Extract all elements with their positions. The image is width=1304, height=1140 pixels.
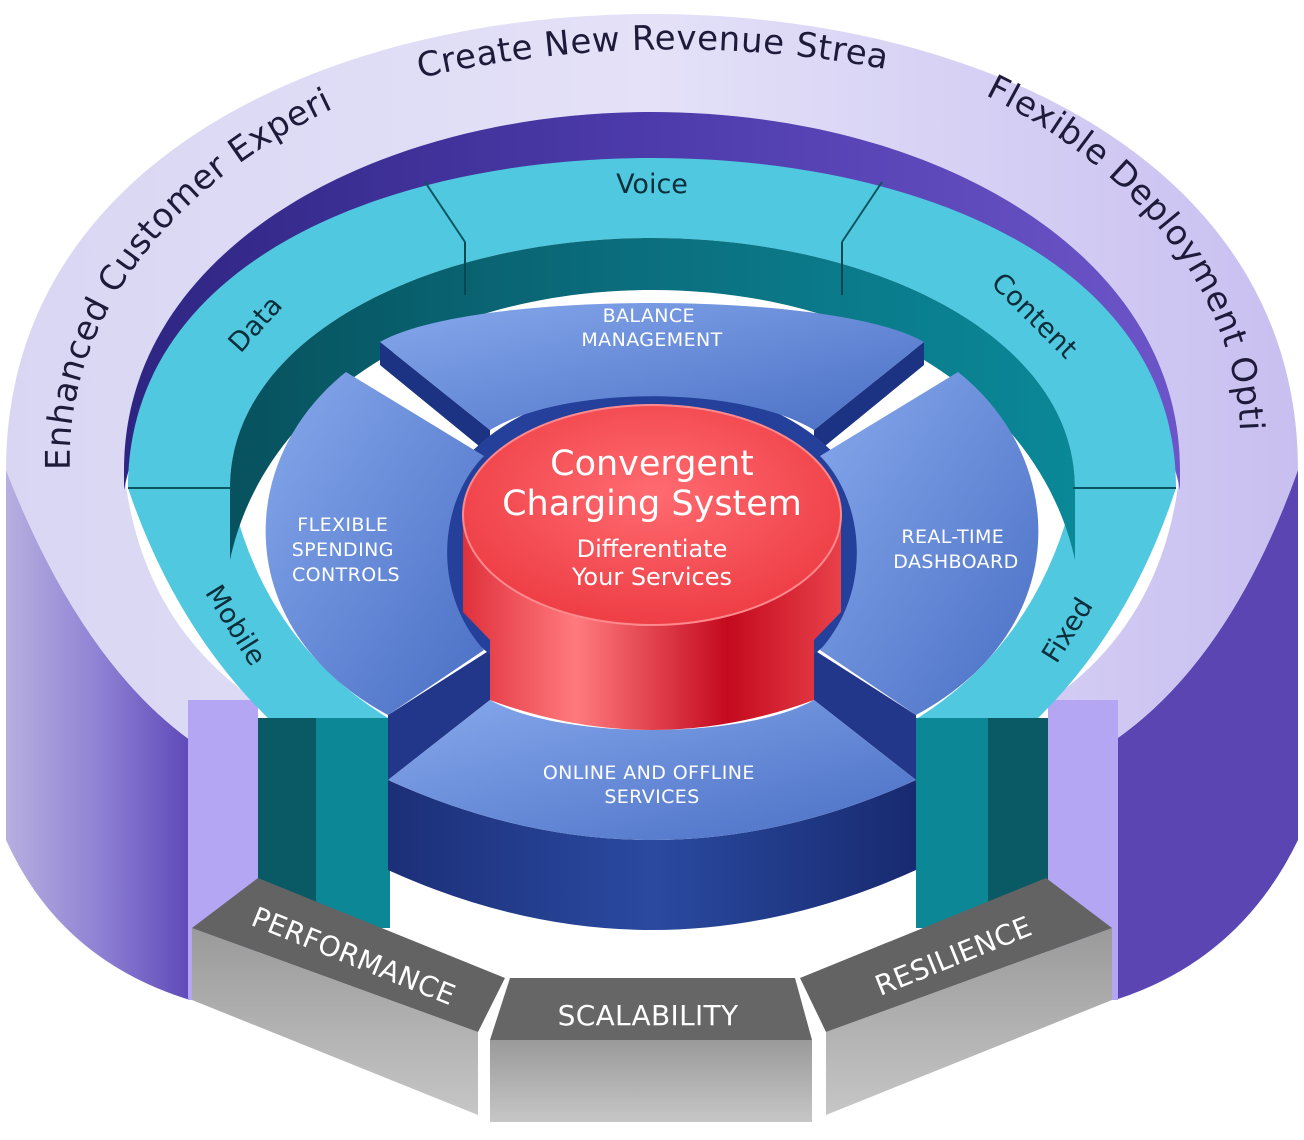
- feature-ring-bottom-side: [388, 780, 916, 930]
- label-flexible-spending: FLEXIBLE SPENDING CONTROLS: [292, 514, 401, 586]
- core-title-line1: Convergent: [550, 444, 754, 484]
- core-cylinder: Convergent Charging System Differentiate…: [462, 404, 842, 730]
- outer-ring-left-side: [6, 470, 190, 1000]
- label-online-offline: ONLINE AND OFFLINE SERVICES: [543, 762, 761, 808]
- core-subtitle-line1: Differentiate: [577, 535, 728, 563]
- service-ring-right-end-a: [916, 718, 990, 928]
- core-subtitle-line2: Your Services: [571, 563, 732, 591]
- segment-realtime-dashboard: [820, 372, 1039, 715]
- service-ring-left-end-b: [316, 718, 390, 928]
- service-ring-inner-wall: [230, 238, 1075, 560]
- segment-flexible-spending: [265, 372, 484, 715]
- label-scalability: SCALABILITY: [558, 999, 739, 1032]
- outer-ring-right-side: [1115, 470, 1298, 1000]
- service-divider-voice-right: [841, 181, 883, 243]
- feature-ring-back-left: [380, 342, 490, 455]
- label-balance-management: BALANCE MANAGEMENT: [581, 305, 722, 351]
- resilience-block-top: [800, 878, 1112, 1032]
- label-realtime-dashboard: REAL-TIME DASHBOARD: [893, 526, 1018, 573]
- base-blocks: PERFORMANCE SCALABILITY RESILIENCE: [192, 878, 1112, 1122]
- performance-block-top: [192, 878, 505, 1032]
- core-title-line2: Charging System: [502, 484, 802, 524]
- segment-online-offline: [388, 700, 916, 840]
- performance-block-side: [192, 928, 478, 1115]
- outer-ring-face: [6, 14, 1298, 740]
- service-label-voice: Voice: [616, 169, 688, 200]
- resilience-block-side: [826, 928, 1112, 1115]
- feature-ring-back-right: [814, 342, 924, 455]
- feature-ring-side-left: [388, 650, 490, 780]
- scalability-block-side: [490, 1040, 812, 1122]
- service-divider-voice-left: [424, 181, 466, 243]
- segment-balance-management: [380, 303, 924, 430]
- core-top: [462, 404, 842, 626]
- feature-ring-side-right: [814, 650, 916, 780]
- scalability-block-top: [490, 978, 812, 1040]
- service-ring: Voice Data Content Mobile Fixed: [128, 158, 1176, 928]
